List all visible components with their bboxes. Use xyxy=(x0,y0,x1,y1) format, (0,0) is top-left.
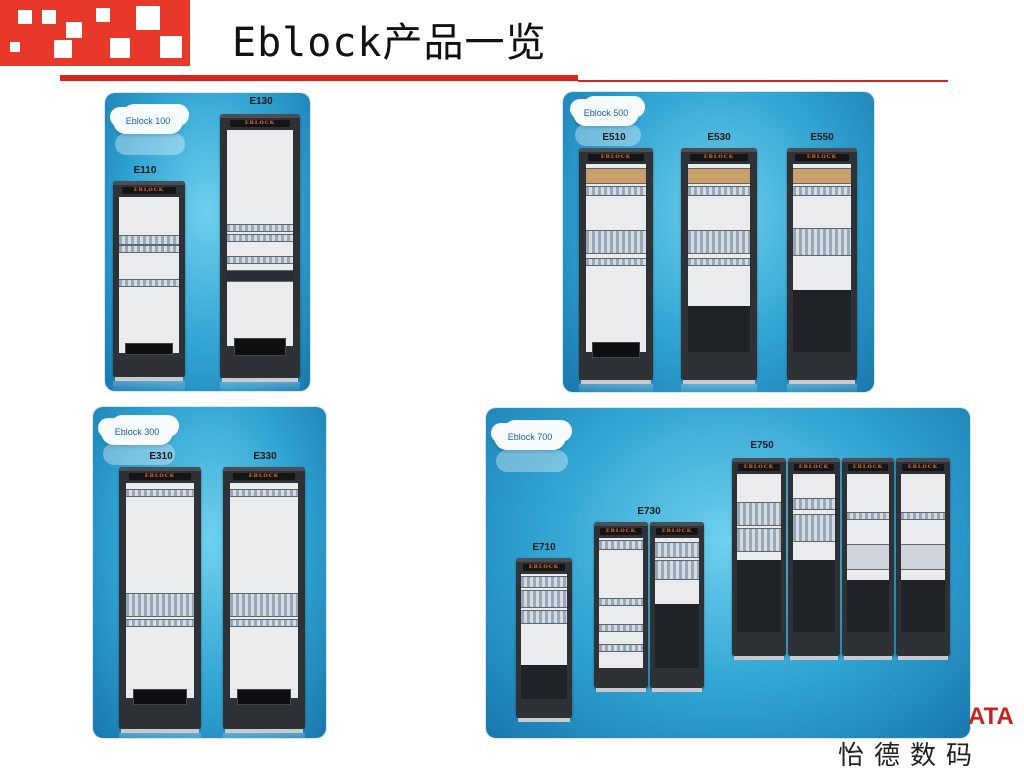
rack-brand-label: EBLOCK xyxy=(522,564,566,571)
rack-label-e530: E530 xyxy=(707,132,731,143)
rack-brand-label: EBLOCK xyxy=(232,473,296,480)
rack-e750-a: EBLOCK xyxy=(732,458,786,660)
rack-label-e330: E330 xyxy=(253,451,277,462)
eblock-500-cloud: Eblock 500 xyxy=(573,100,639,126)
eblock-300-panel: Eblock 300 E310 E330 EBLOCK EBLOCK xyxy=(93,407,326,738)
eblock-100-panel: Eblock 100 E110 E130 EBLOCK EBLOCK xyxy=(105,93,310,391)
eblock-700-panel: Eblock 700 E710 E730 E750 EBLOCK EBLOCK … xyxy=(486,408,970,738)
rack-brand-label: EBLOCK xyxy=(738,464,780,471)
rack-e750-b: EBLOCK xyxy=(788,458,840,660)
title-underline-thin xyxy=(578,80,948,82)
rack-e750-c: EBLOCK xyxy=(842,458,894,660)
rack-label-e310: E310 xyxy=(149,451,173,462)
page-title: Eblock产品一览 xyxy=(232,20,547,66)
rack-label-e510: E510 xyxy=(602,132,626,143)
rack-brand-label: EBLOCK xyxy=(600,528,642,535)
rack-e110: EBLOCK xyxy=(113,181,185,391)
rack-label-e550: E550 xyxy=(810,132,834,143)
brand-logo-text: ATA xyxy=(968,703,1014,730)
rack-e750-d: EBLOCK xyxy=(896,458,950,660)
rack-e730-a: EBLOCK xyxy=(594,522,648,692)
eblock-300-cloud: Eblock 300 xyxy=(101,419,173,445)
logo-graphic xyxy=(0,0,190,66)
eblock-500-panel: Eblock 500 E510 E530 E550 EBLOCK EBLOCK … xyxy=(563,92,874,392)
rack-e550: EBLOCK xyxy=(787,148,857,392)
rack-brand-label: EBLOCK xyxy=(128,473,192,480)
brand-chinese-name: 怡德数码 xyxy=(838,741,983,771)
rack-label-e110: E110 xyxy=(133,165,157,176)
rack-e330: EBLOCK xyxy=(223,467,305,738)
rack-brand-label: EBLOCK xyxy=(690,154,748,161)
rack-e710: EBLOCK xyxy=(516,558,572,722)
rack-brand-label: EBLOCK xyxy=(656,528,698,535)
eblock-700-cloud: Eblock 700 xyxy=(494,424,566,450)
rack-brand-label: EBLOCK xyxy=(795,154,849,161)
rack-e310: EBLOCK xyxy=(119,467,201,738)
rack-e510: EBLOCK xyxy=(579,148,653,392)
rack-brand-label: EBLOCK xyxy=(229,120,291,127)
rack-e730-b: EBLOCK xyxy=(650,522,704,692)
rack-brand-label: EBLOCK xyxy=(902,464,944,471)
rack-label-e730: E730 xyxy=(637,506,661,517)
rack-e130: EBLOCK xyxy=(220,114,300,391)
rack-brand-label: EBLOCK xyxy=(794,464,834,471)
title-underline xyxy=(60,75,578,81)
rack-brand-label: EBLOCK xyxy=(848,464,888,471)
rack-brand-label: EBLOCK xyxy=(587,154,645,161)
rack-e530: EBLOCK xyxy=(681,148,757,392)
rack-label-e750: E750 xyxy=(750,440,774,451)
rack-label-e710: E710 xyxy=(532,542,556,553)
rack-label-e130: E130 xyxy=(249,96,273,107)
rack-brand-label: EBLOCK xyxy=(121,187,177,194)
eblock-100-cloud: Eblock 100 xyxy=(113,108,183,134)
